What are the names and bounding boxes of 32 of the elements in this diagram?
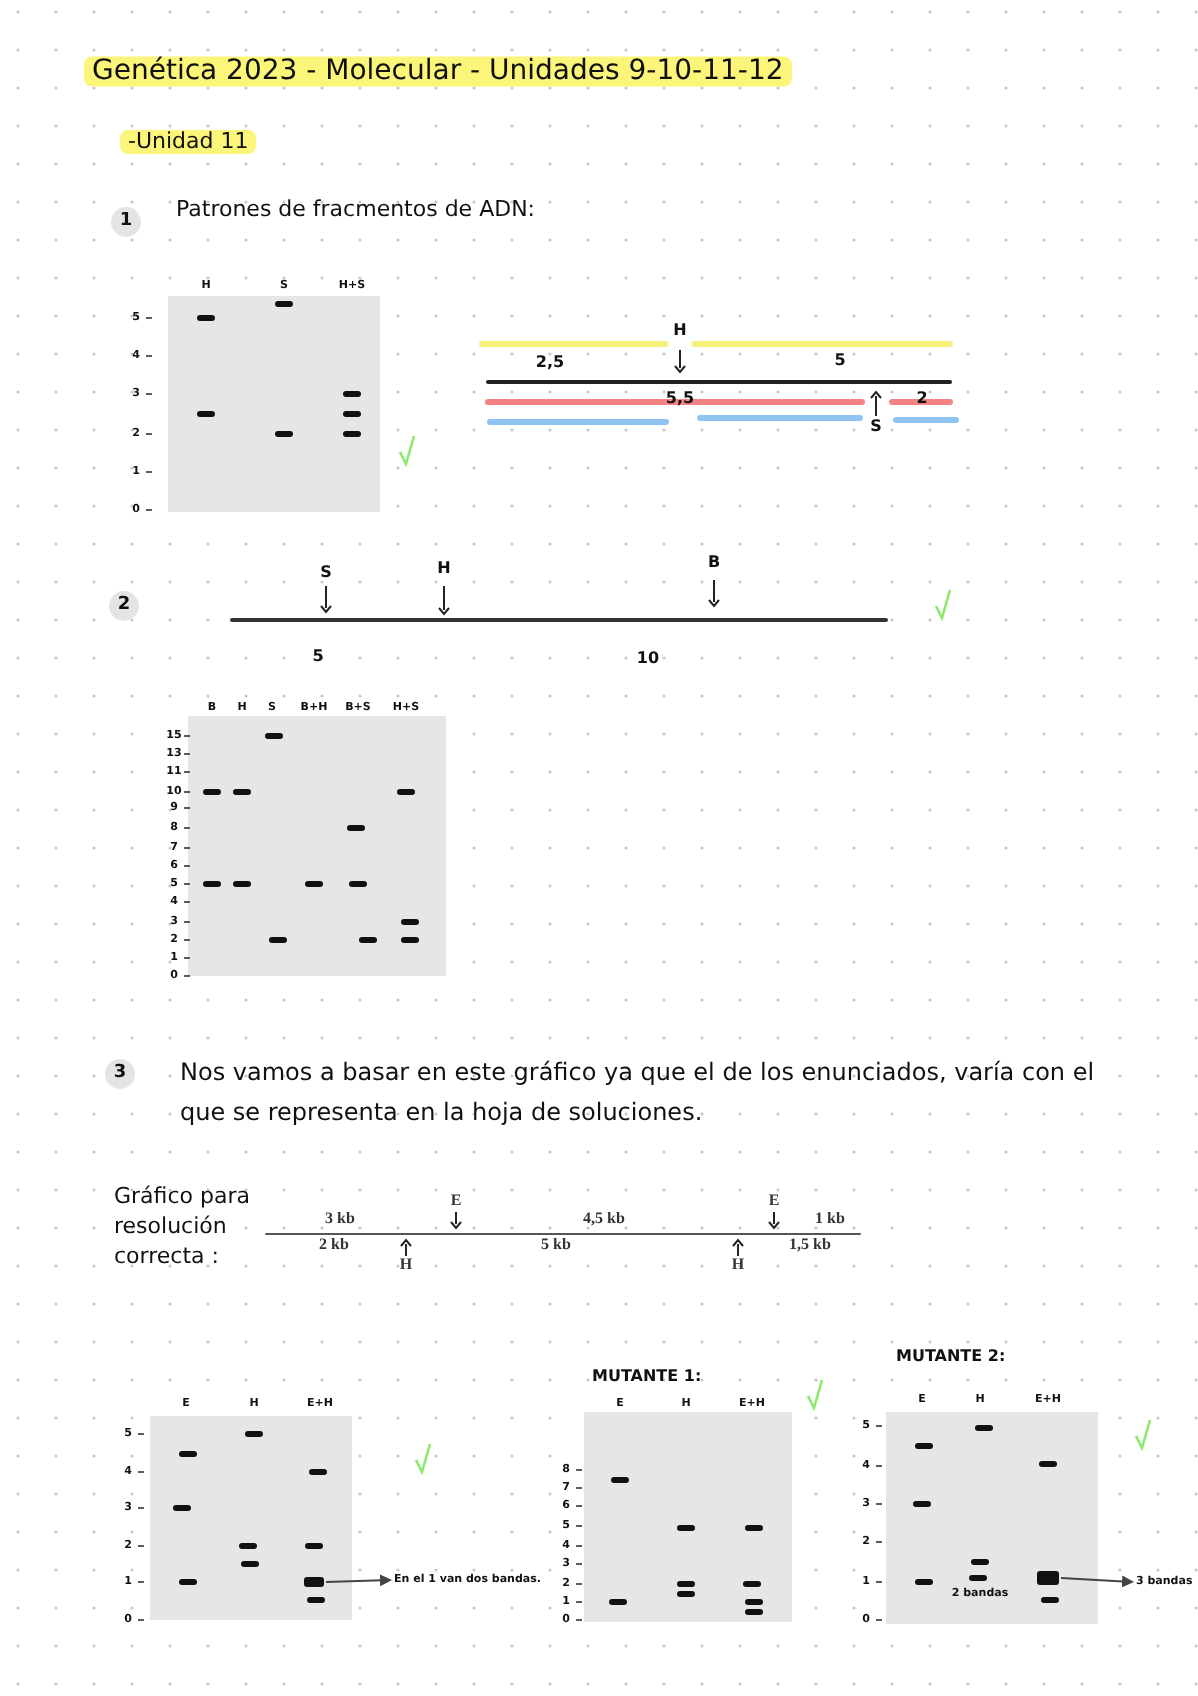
fragment-size: 5: [834, 353, 846, 371]
fragment-size: 2,5: [535, 355, 565, 373]
site-label: E: [768, 1193, 780, 1211]
section-heading: MUTANTE 1:: [592, 1369, 702, 1387]
site-label: H: [437, 561, 451, 579]
side-note: Gráfico para resolución correcta :: [114, 1181, 252, 1271]
arrow: [1060, 1575, 1134, 1588]
site-label: S: [870, 419, 882, 437]
arrow: [325, 1574, 392, 1587]
site-label: S: [320, 565, 332, 583]
site-label: H: [731, 1257, 745, 1275]
fragment-size: 2: [916, 391, 928, 409]
gel-band: [304, 1577, 324, 1587]
page-title: Genética 2023 - Molecular - Unidades 9-10-11-12: [84, 56, 792, 88]
site-label: E: [450, 1193, 462, 1211]
gel-band: [1037, 1571, 1059, 1585]
fragment-size: 3 kb: [325, 1211, 355, 1229]
fragment-size: 1 kb: [815, 1211, 845, 1229]
site-label: H: [399, 1257, 413, 1275]
section-heading: MUTANTE 2:: [896, 1349, 1006, 1367]
fragment-size: 1,5 kb: [789, 1237, 831, 1255]
section-heading: -Unidad 11: [120, 129, 257, 155]
fragment-size: 2 kb: [319, 1237, 349, 1255]
paragraph: Nos vamos a basar en este gráfico ya que el de los enunciados, varía con el que se representa en la hoja de soluciones.: [180, 1056, 1097, 1130]
fragment-size: 5,5: [665, 391, 695, 409]
site-label: H: [673, 323, 687, 341]
fragment-size: 5: [312, 649, 324, 667]
fragment-size: 5 kb: [541, 1237, 571, 1255]
site-label: B: [707, 555, 721, 573]
fragment-size: 10: [636, 651, 660, 669]
question-text: Patrones de fracmentos de ADN:: [176, 197, 536, 223]
fragment-size: 4,5 kb: [583, 1211, 625, 1229]
